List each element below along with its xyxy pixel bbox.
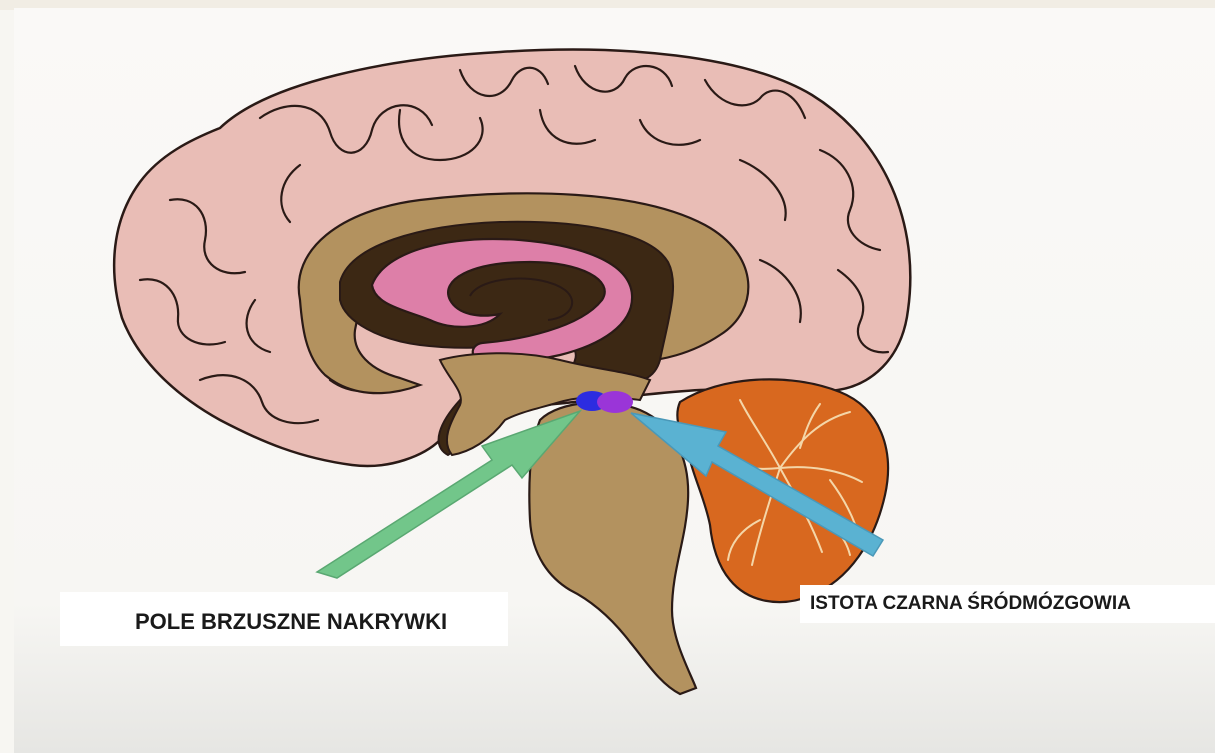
substantia-nigra-label: ISTOTA CZARNA ŚRÓDMÓZGOWIA <box>800 585 1215 623</box>
vta-label: POLE BRZUSZNE NAKRYWKI <box>60 592 508 646</box>
substantia-nigra-nucleus <box>597 391 633 413</box>
